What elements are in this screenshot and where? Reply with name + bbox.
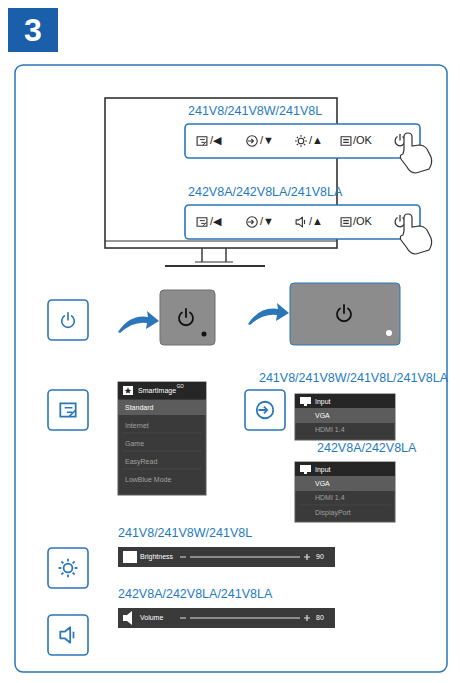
step-box (8, 8, 58, 52)
model-heading: 242V8A/242V8LA/241V8LA (118, 588, 272, 601)
model-heading: 241V8/241V8W/241V8L (188, 105, 322, 118)
menu-superscript: GO (177, 385, 184, 390)
slider-text: Brightness (140, 553, 173, 560)
osd-menus (118, 382, 395, 628)
menu-item: HDMI 1.4 (315, 494, 345, 501)
menu-selected-item: VGA (315, 480, 330, 487)
model-heading: 241V8/241V8W/241V8L (118, 527, 252, 540)
slider-text: 80 (316, 614, 324, 621)
menu-title: Input (315, 466, 331, 473)
menu-item: EasyRead (125, 458, 157, 465)
step-number: 3 (8, 8, 58, 52)
menu-selected-item: Standard (125, 404, 153, 411)
button-label: /◀ (210, 216, 222, 227)
menu-item: Game (125, 440, 144, 447)
input-menu: 241V8/241V8W/241V8L/241V8LAInputVGAHDMI … (295, 394, 395, 440)
menu-item: LowBlue Mode (125, 476, 171, 483)
slider-text: 90 (316, 553, 324, 560)
slider-text: Volume (140, 614, 163, 621)
model-heading: 242V8A/242V8LA/241V8LA (188, 186, 342, 199)
menu-item: HDMI 1.4 (315, 426, 345, 433)
input-menu: 242V8A/242V8LAInputVGAHDMI 1.4DisplayPor… (295, 462, 395, 522)
button-panels (185, 124, 432, 254)
frame (15, 65, 447, 672)
button-panel: 241V8/241V8W/241V8L/◀/▼/▲/OK (185, 124, 420, 158)
model-heading: 241V8/241V8W/241V8L/241V8LA (259, 372, 448, 385)
volume-slider: 242V8A/242V8LA/241V8LAVolume80 (118, 608, 335, 628)
button-label: /▼ (260, 216, 274, 227)
button-label: /▲ (309, 135, 323, 146)
button-label: /OK (353, 135, 372, 146)
menu-item: Internet (125, 422, 149, 429)
brightness-slider: 241V8/241V8W/241V8LBrightness90 (118, 547, 335, 567)
menu-selected-item: VGA (315, 412, 330, 419)
button-label: /OK (353, 216, 372, 227)
power-sequence (48, 283, 400, 345)
button-label: /▲ (309, 216, 323, 227)
button-label: /◀ (210, 135, 222, 146)
menu-item: DisplayPort (315, 509, 351, 516)
menu-title: SmartImage (138, 387, 176, 394)
menu-title: Input (315, 398, 331, 405)
button-panel: 242V8A/242V8LA/241V8LA/◀/▼/▲/OK (185, 205, 420, 239)
button-label: /▼ (260, 135, 274, 146)
model-heading: 242V8A/242V8LA (317, 442, 416, 455)
smartimage-menu: SmartImageGO StandardInternetGameEasyRead… (118, 382, 206, 495)
